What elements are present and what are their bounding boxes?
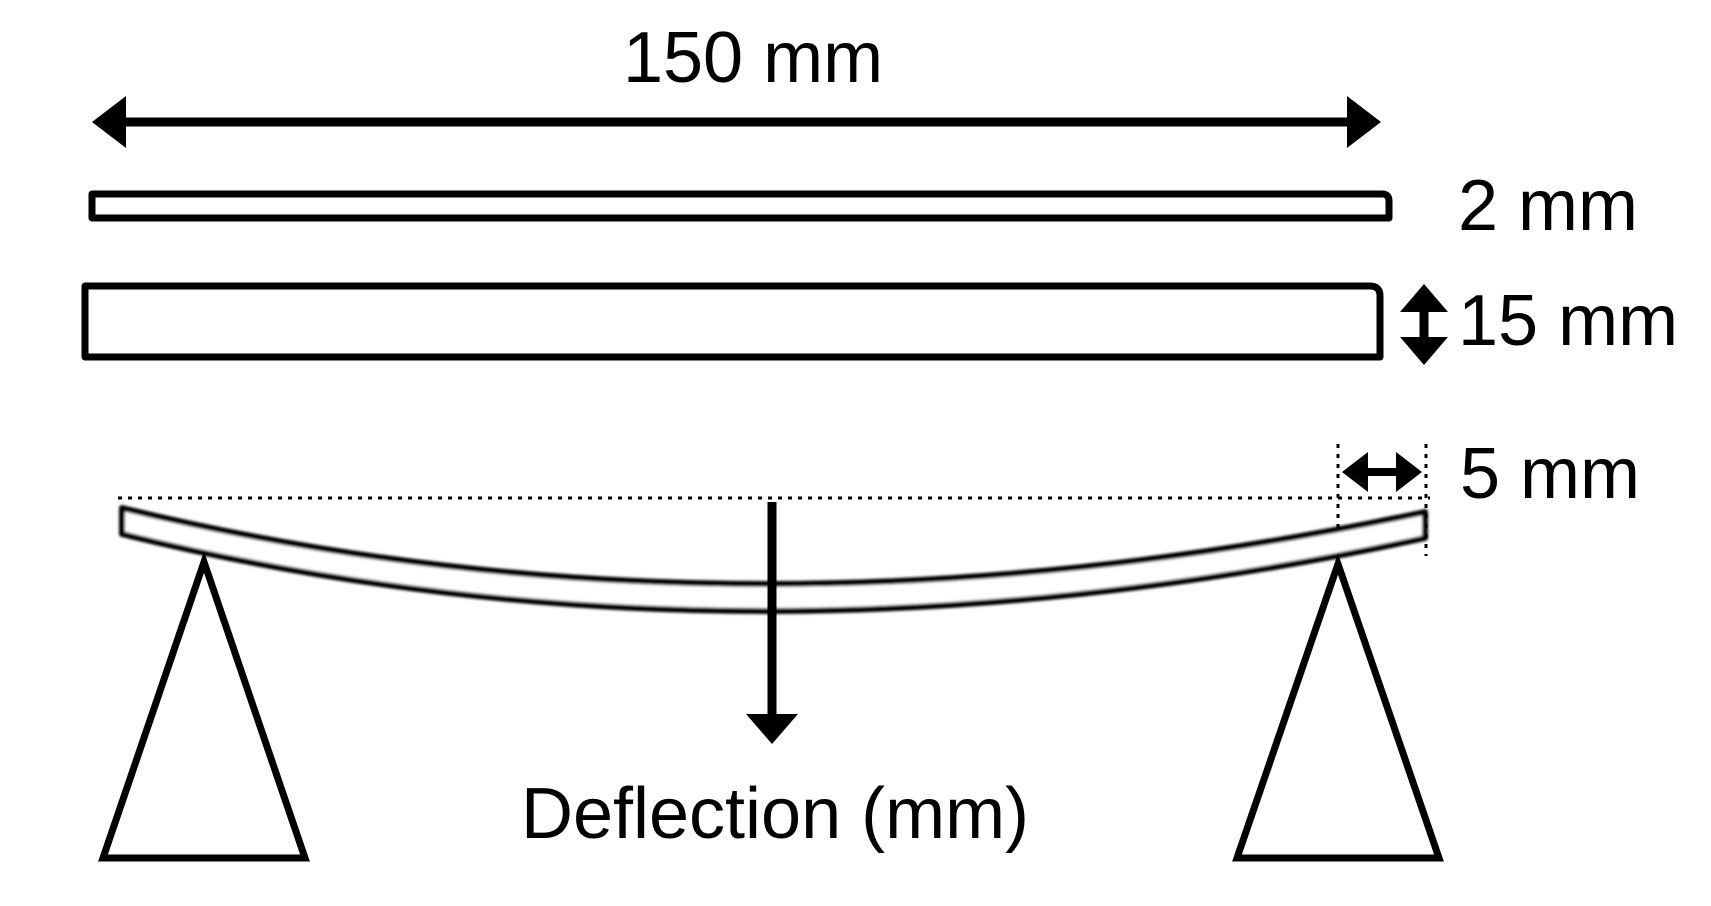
overhang-dimension-arrow: [1342, 452, 1422, 492]
length-dimension-arrow: [92, 96, 1381, 148]
width-label: 15 mm: [1458, 281, 1678, 361]
specimen-top-view: [81, 282, 1384, 361]
specimen-side-view: [88, 190, 1393, 222]
deflection-label: Deflection (mm): [521, 774, 1029, 854]
width-dimension-arrow: [1400, 284, 1448, 365]
right-support: [1232, 553, 1444, 862]
deflection-arrow: [746, 502, 798, 744]
deflected-specimen: [119, 505, 1428, 614]
overhang-label: 5 mm: [1460, 434, 1640, 514]
left-support: [98, 551, 310, 862]
thickness-label: 2 mm: [1458, 166, 1638, 246]
length-label: 150 mm: [623, 18, 883, 98]
